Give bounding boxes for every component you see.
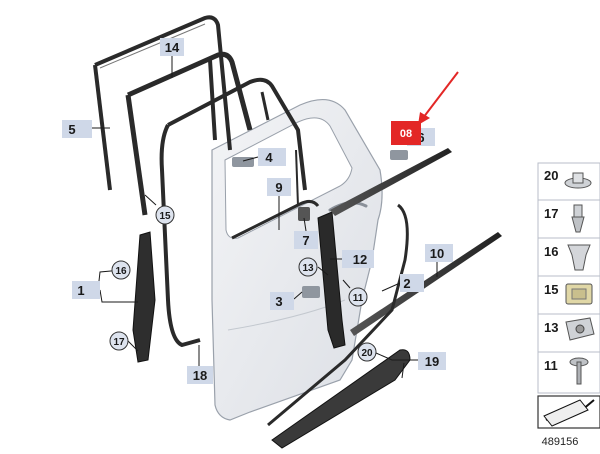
callout-3[interactable]: 3 (270, 292, 294, 310)
svg-text:15: 15 (159, 211, 171, 222)
waist-strip-6 (330, 148, 452, 216)
svg-text:16: 16 (115, 266, 127, 277)
callout-1[interactable]: 1 (72, 281, 100, 299)
svg-text:14: 14 (165, 40, 180, 55)
svg-text:15: 15 (544, 282, 558, 297)
svg-text:11: 11 (544, 358, 558, 373)
pillar-trim-1 (132, 231, 156, 363)
fastener-legend: 20 17 16 15 13 (537, 162, 600, 394)
clip-pin-icon (571, 204, 585, 233)
door-seal-18 (159, 77, 307, 347)
callout-2[interactable]: 2 (400, 274, 424, 292)
diagram-id: 489156 (542, 436, 579, 448)
legend-item-15[interactable]: 15 (544, 282, 593, 305)
callout-14[interactable]: 14 (160, 38, 184, 56)
callout-16[interactable]: 16 (111, 260, 131, 280)
callout-5[interactable]: 5 (62, 120, 92, 138)
outer-strip-10 (350, 232, 502, 336)
legend-item-17[interactable]: 17 (544, 204, 585, 233)
svg-text:20: 20 (544, 168, 558, 183)
svg-text:1: 1 (77, 283, 84, 298)
callout-17[interactable]: 17 (109, 331, 129, 351)
sill-moulding-19 (271, 349, 411, 449)
legend-item-20[interactable]: 20 (544, 168, 592, 189)
expanding-clip-icon (567, 244, 591, 271)
svg-text:20: 20 (361, 348, 373, 359)
callout-12[interactable]: 12 (342, 250, 374, 268)
part-3-clip (302, 286, 320, 298)
part-7-clip (298, 207, 310, 221)
svg-text:13: 13 (544, 320, 558, 335)
svg-text:2: 2 (403, 276, 410, 291)
callout-13[interactable]: 13 (298, 257, 318, 277)
legend-item-13[interactable]: 13 (544, 317, 595, 341)
orientation-arrow-box (537, 395, 600, 429)
svg-text:3: 3 (275, 294, 282, 309)
callout-18[interactable]: 18 (187, 366, 213, 384)
highlight-badge[interactable]: 08 (391, 121, 421, 145)
direction-arrow-icon (543, 399, 595, 427)
screw-grommet-icon (569, 357, 589, 385)
svg-text:16: 16 (544, 244, 558, 259)
svg-text:13: 13 (302, 263, 314, 274)
callout-4[interactable]: 4 (258, 148, 286, 166)
callout-9[interactable]: 9 (267, 178, 291, 196)
svg-text:11: 11 (353, 293, 364, 304)
svg-text:19: 19 (425, 354, 439, 369)
side-seal-2 (267, 203, 409, 427)
svg-text:12: 12 (353, 252, 367, 267)
square-clip-icon (565, 283, 593, 305)
part-6-clip (390, 150, 408, 160)
callout-15[interactable]: 15 (155, 205, 175, 225)
svg-text:17: 17 (544, 206, 558, 221)
callout-20[interactable]: 20 (357, 342, 377, 362)
inner-seal-9 (231, 149, 320, 240)
legend-item-16[interactable]: 16 (544, 244, 591, 271)
push-rivet-icon (564, 172, 592, 189)
svg-text:5: 5 (68, 122, 75, 137)
highlight-arrow (418, 71, 459, 125)
callout-11[interactable]: 11 (348, 287, 368, 307)
svg-text:17: 17 (113, 337, 125, 348)
clip-nut-icon (565, 317, 595, 341)
svg-text:7: 7 (302, 233, 309, 248)
svg-text:08: 08 (400, 128, 412, 140)
legend-item-11[interactable]: 11 (544, 357, 589, 385)
svg-text:18: 18 (193, 368, 207, 383)
callout-19[interactable]: 19 (418, 352, 446, 370)
svg-text:9: 9 (275, 180, 282, 195)
callout-7[interactable]: 7 (294, 231, 318, 249)
svg-text:4: 4 (265, 150, 273, 165)
svg-text:10: 10 (430, 246, 444, 261)
callout-10[interactable]: 10 (425, 244, 453, 262)
